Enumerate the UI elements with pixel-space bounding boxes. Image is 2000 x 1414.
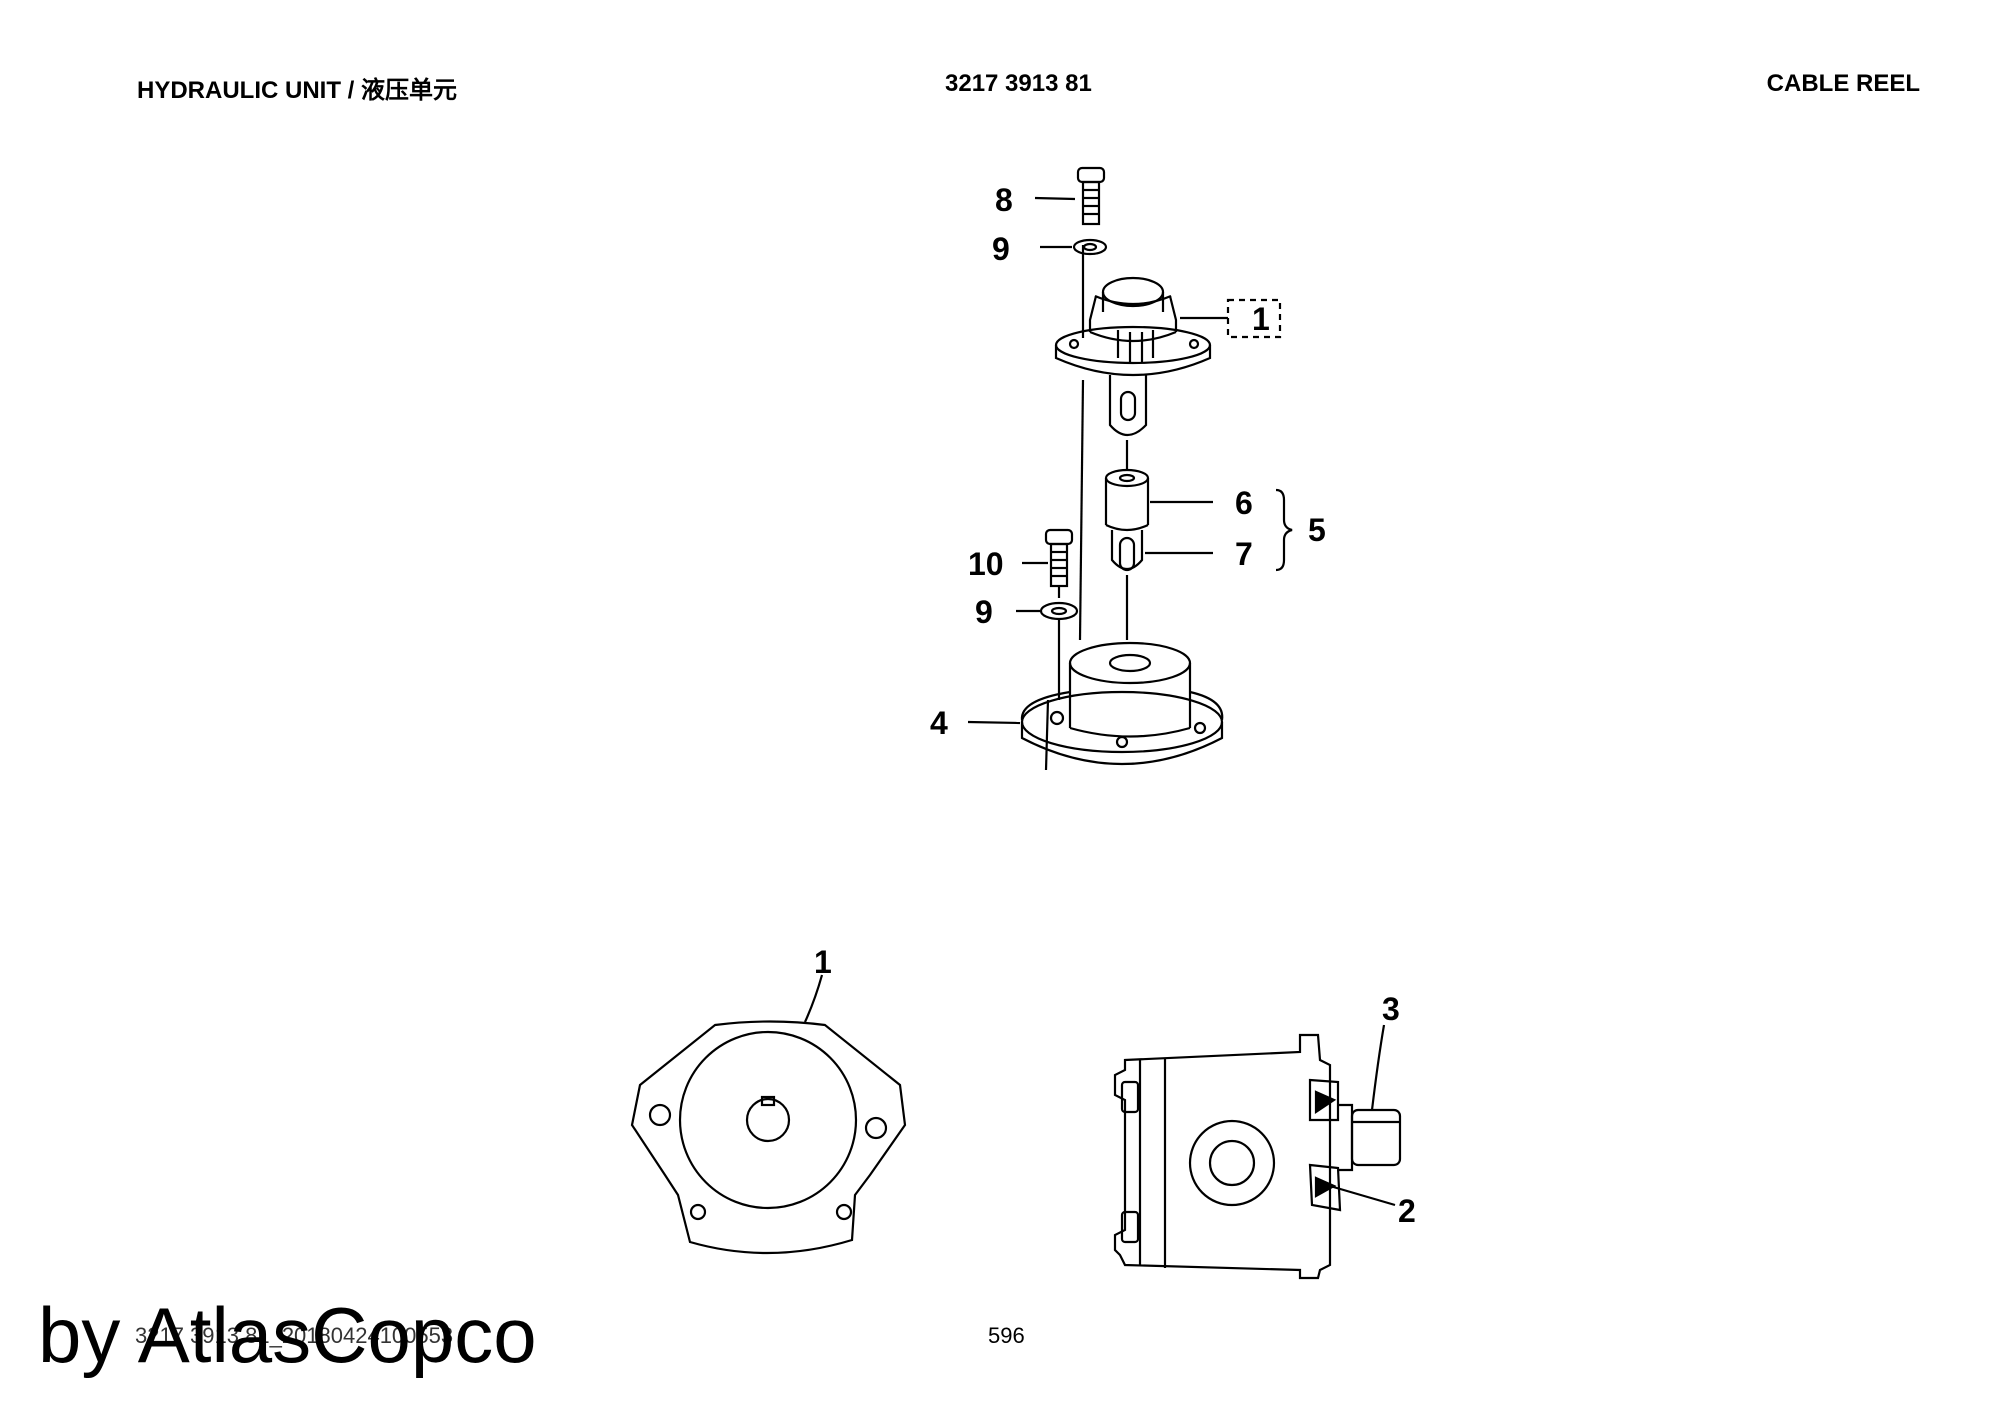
motor-side-view [1113,1024,1402,1280]
callout-8: 8 [995,182,1013,218]
callout-5: 5 [1308,512,1326,548]
washer-item-9-top [1040,238,1108,256]
callout-3: 3 [1382,991,1400,1027]
callout-7: 7 [1235,536,1253,572]
bolt-item-10 [1022,528,1074,598]
header-section-title: HYDRAULIC UNIT / 液压单元 [137,77,457,104]
callout-1-top: 1 [1252,301,1270,337]
callout-9-bottom: 9 [975,594,993,630]
callout-1-bottom: 1 [814,944,832,980]
footer-document-code: 3217 3913 81_20180424100553 [135,1323,454,1348]
callout-2: 2 [1398,1193,1416,1229]
flange-item-4 [967,641,1224,765]
callout-6: 6 [1235,485,1253,521]
header-part-number: 3217 3913 81 [945,70,1092,97]
page-number: 596 [988,1323,1025,1348]
bolt-item-8 [1034,166,1106,226]
motor-front-view-item-1 [630,974,907,1255]
coupling-item-6 [1104,468,1213,532]
shaft-item-7 [1110,530,1213,640]
hydraulic-motor-item-1 [1054,276,1282,470]
watermark-text: by AtlasCopco [38,1291,537,1379]
callout-4: 4 [930,705,948,741]
washer-item-9-bottom [1016,601,1079,700]
callout-10: 10 [968,546,1004,582]
header-assembly-name: CABLE REEL [1766,70,1920,97]
callout-9-top: 9 [992,231,1010,267]
brace-group-5 [1275,488,1293,572]
